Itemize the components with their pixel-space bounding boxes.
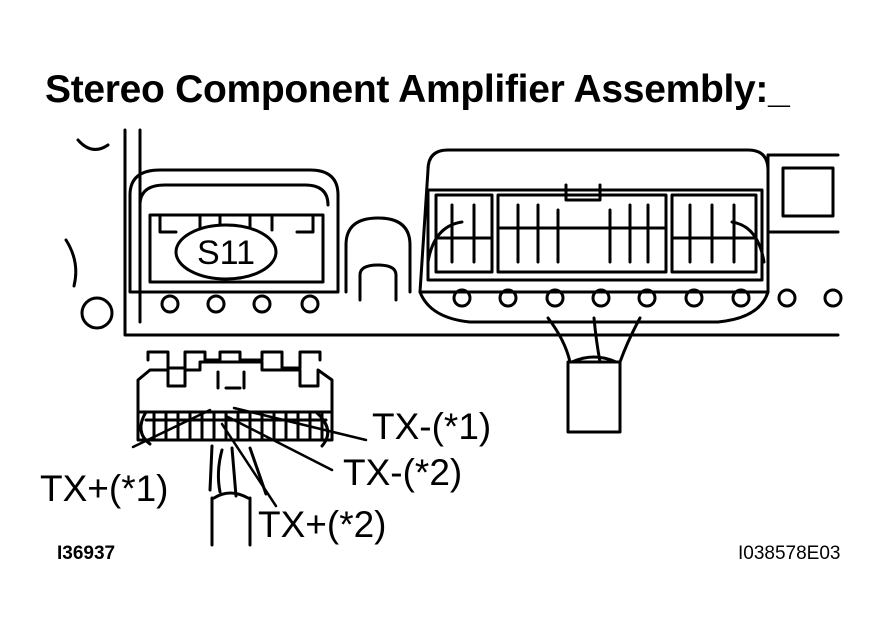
large-connector: [418, 148, 843, 324]
leader-tx-minus-2: [224, 414, 334, 472]
page-title: Stereo Component Amplifier Assembly:_: [45, 68, 790, 111]
callout-leaders: [131, 406, 368, 508]
figure-code-right: I038578E03: [738, 543, 841, 564]
leader-tx-minus-1: [232, 406, 368, 442]
connector-label: S11: [197, 234, 255, 272]
leader-tx-plus-2: [220, 422, 278, 508]
callout-tx-minus-2: TX-(*2): [343, 452, 463, 493]
leader-tx-plus-1: [131, 408, 212, 449]
callout-tx-plus-2: TX+(*2): [258, 504, 387, 545]
callout-tx-plus-1: TX+(*1): [40, 468, 169, 509]
figure-code-left: I36937: [57, 543, 116, 564]
large-connector-harness: [546, 316, 642, 434]
amplifier-housing: [64, 128, 840, 337]
s11-socket: S11: [128, 168, 340, 314]
callout-tx-minus-1: TX-(*1): [372, 406, 492, 447]
s11-label-ellipse: [174, 223, 278, 281]
lock-tab: [344, 216, 412, 302]
